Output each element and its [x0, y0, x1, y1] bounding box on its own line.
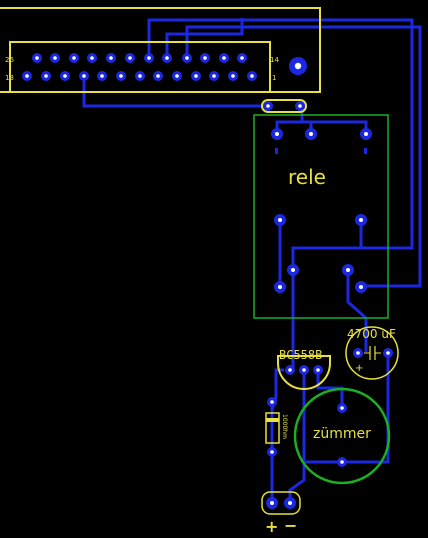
connector-pads-top: [32, 53, 247, 63]
buzzer-outline: [293, 387, 391, 485]
trace-top-outer: [147, 18, 414, 270]
transistor: BC558B: [277, 348, 331, 390]
power-connector: + −: [261, 491, 301, 536]
trace-connector-to-jumper: [82, 76, 266, 108]
connector-pin-label-1: 1: [272, 74, 276, 82]
trace-right-long: [185, 25, 422, 288]
resistor: 1000hm: [265, 397, 288, 457]
capacitor-label: 4700 uF: [347, 327, 396, 341]
trace-relay-to-cap: [346, 270, 368, 352]
power-minus-label: −: [284, 516, 297, 535]
transistor-label: BC558B: [279, 348, 322, 362]
buzzer-label: zümmer: [313, 426, 371, 442]
trace-top-inner: [165, 18, 244, 58]
trace-cap-right: [342, 352, 390, 464]
jumper: [261, 99, 307, 113]
power-plus-label: +: [265, 517, 278, 536]
power-connector-outline: [261, 491, 301, 515]
buzzer: zümmer: [293, 387, 391, 485]
connector-pin-label-14: 14: [270, 56, 279, 64]
resistor-label: 1000hm: [281, 414, 288, 439]
connector-pads-bottom: [22, 71, 257, 81]
relay: rele: [253, 114, 389, 319]
transistor-outline: [277, 355, 331, 390]
resistor-body: [265, 412, 280, 444]
relay-label: rele: [288, 165, 326, 189]
connector-body-outline: [9, 41, 271, 93]
relay-outline: [253, 114, 389, 319]
trace-transistor-to-buzzer: [316, 370, 344, 408]
connector-pin-label-13: 13: [5, 74, 14, 82]
jumper-outline: [261, 99, 307, 113]
trace-buzzer-to-power: [288, 462, 306, 502]
capacitor-polarity: +: [355, 363, 363, 374]
capacitor: 4700 uF +: [345, 326, 399, 380]
capacitor-outline: [345, 326, 399, 380]
trace-left-ground: [302, 370, 342, 464]
ribbon-connector: 26 13 14 1: [0, 7, 321, 93]
connector-pin-label-26: 26: [5, 56, 14, 64]
